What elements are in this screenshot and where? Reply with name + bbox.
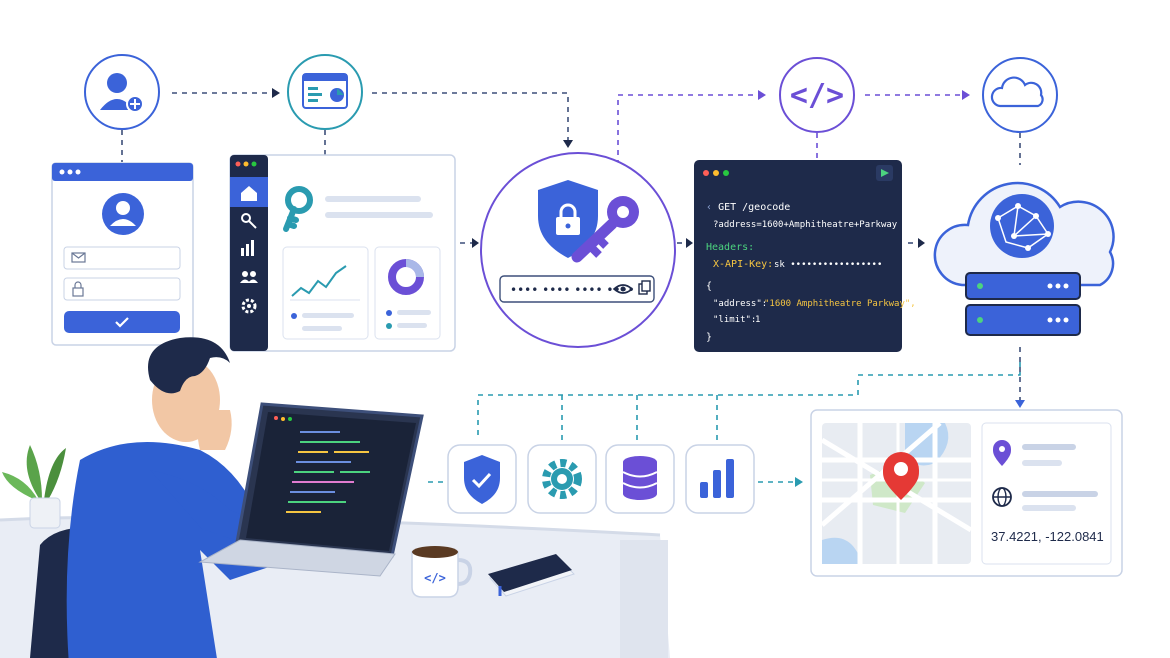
run-icon[interactable] (876, 165, 893, 181)
coordinates-text: 37.4221, -122.0841 (991, 529, 1104, 544)
dashboard-icon (302, 73, 348, 109)
arrow-dashboard-to-key (372, 92, 569, 140)
request-code-panel: ‹ GET /geocode ?address=1600+Amphitheatr… (694, 160, 916, 352)
security-feature (447, 444, 517, 514)
laptop-code-lines (286, 431, 370, 513)
server-rack-icon (965, 272, 1081, 336)
cloud-icon (990, 76, 1044, 108)
check-icon (115, 317, 129, 328)
request-line: GET /geocode (718, 202, 790, 213)
settings-feature (527, 444, 597, 514)
mail-icon (71, 252, 86, 263)
plant (2, 445, 66, 529)
donut-chart-card (374, 246, 441, 340)
submit-button[interactable] (64, 311, 180, 333)
svg-text:‹ GET /geocode: ‹ GET /geocode (706, 202, 790, 213)
coffee-mug: </> (411, 546, 473, 598)
api-key-security: •••• •••• •••• •••• (480, 152, 676, 348)
password-field[interactable] (63, 277, 181, 301)
notebook (488, 554, 575, 597)
add-user-step (84, 54, 160, 130)
usage-chart-card (282, 246, 369, 340)
developer-person (66, 337, 330, 658)
shield-lock-icon (538, 180, 598, 258)
location-pin-icon (993, 440, 1011, 466)
key-nav-icon[interactable] (241, 213, 257, 229)
laptop (198, 402, 424, 577)
map-view[interactable] (820, 421, 973, 564)
globe-icon (992, 487, 1012, 507)
cloud-step (982, 57, 1058, 133)
home-icon[interactable] (241, 186, 257, 201)
code-step: </> (779, 57, 855, 133)
database-icon (622, 456, 658, 500)
cloud-server (933, 181, 1115, 336)
json-value-address: "1600 Amphitheatre Parkway", (764, 299, 916, 309)
code-icon: </> (790, 78, 844, 113)
json-key-address: "address": (713, 299, 767, 309)
analytics-feature (685, 444, 755, 514)
json-close: } (706, 332, 712, 343)
developer-scene: </> (0, 337, 670, 658)
request-query: ?address=1600+Amphitheatre+Parkway (713, 220, 898, 230)
login-card (51, 162, 194, 346)
map-pin-icon (883, 452, 919, 500)
email-field[interactable] (63, 246, 181, 270)
gear-icon (542, 459, 582, 499)
key-icon (283, 186, 313, 232)
bar-chart-icon (700, 459, 734, 498)
users-nav-icon[interactable] (240, 271, 258, 283)
shield-check-icon (464, 455, 500, 504)
headers-label: Headers: (706, 242, 754, 253)
json-open: { (706, 281, 712, 292)
arrow-key-to-code (617, 94, 758, 165)
result-card: 37.4221, -122.0841 (810, 409, 1123, 577)
json-key-limit: "limit": (713, 315, 756, 325)
add-user-icon (100, 73, 144, 113)
api-key-field[interactable]: •••• •••• •••• •••• (499, 275, 655, 303)
header-value: sk ••••••••••••••••• (774, 260, 882, 270)
purple-key-icon (571, 196, 639, 263)
database-feature (605, 444, 675, 514)
copy-icon[interactable] (638, 280, 651, 295)
lock-icon (72, 281, 84, 297)
json-value-limit: 1 (755, 315, 760, 325)
masked-api-key: •••• •••• •••• •••• (510, 283, 635, 297)
dashboard-step (287, 54, 363, 130)
mug-code-label: </> (424, 571, 446, 585)
globe-network-icon (990, 194, 1054, 258)
dashboard-window (229, 154, 456, 352)
avatar-icon (102, 193, 144, 235)
route-security (477, 362, 1021, 440)
chart-nav-icon[interactable] (241, 240, 254, 256)
eye-icon[interactable] (612, 284, 634, 294)
header-key: X-API-Key: (713, 259, 773, 270)
settings-nav-icon[interactable] (241, 298, 257, 314)
